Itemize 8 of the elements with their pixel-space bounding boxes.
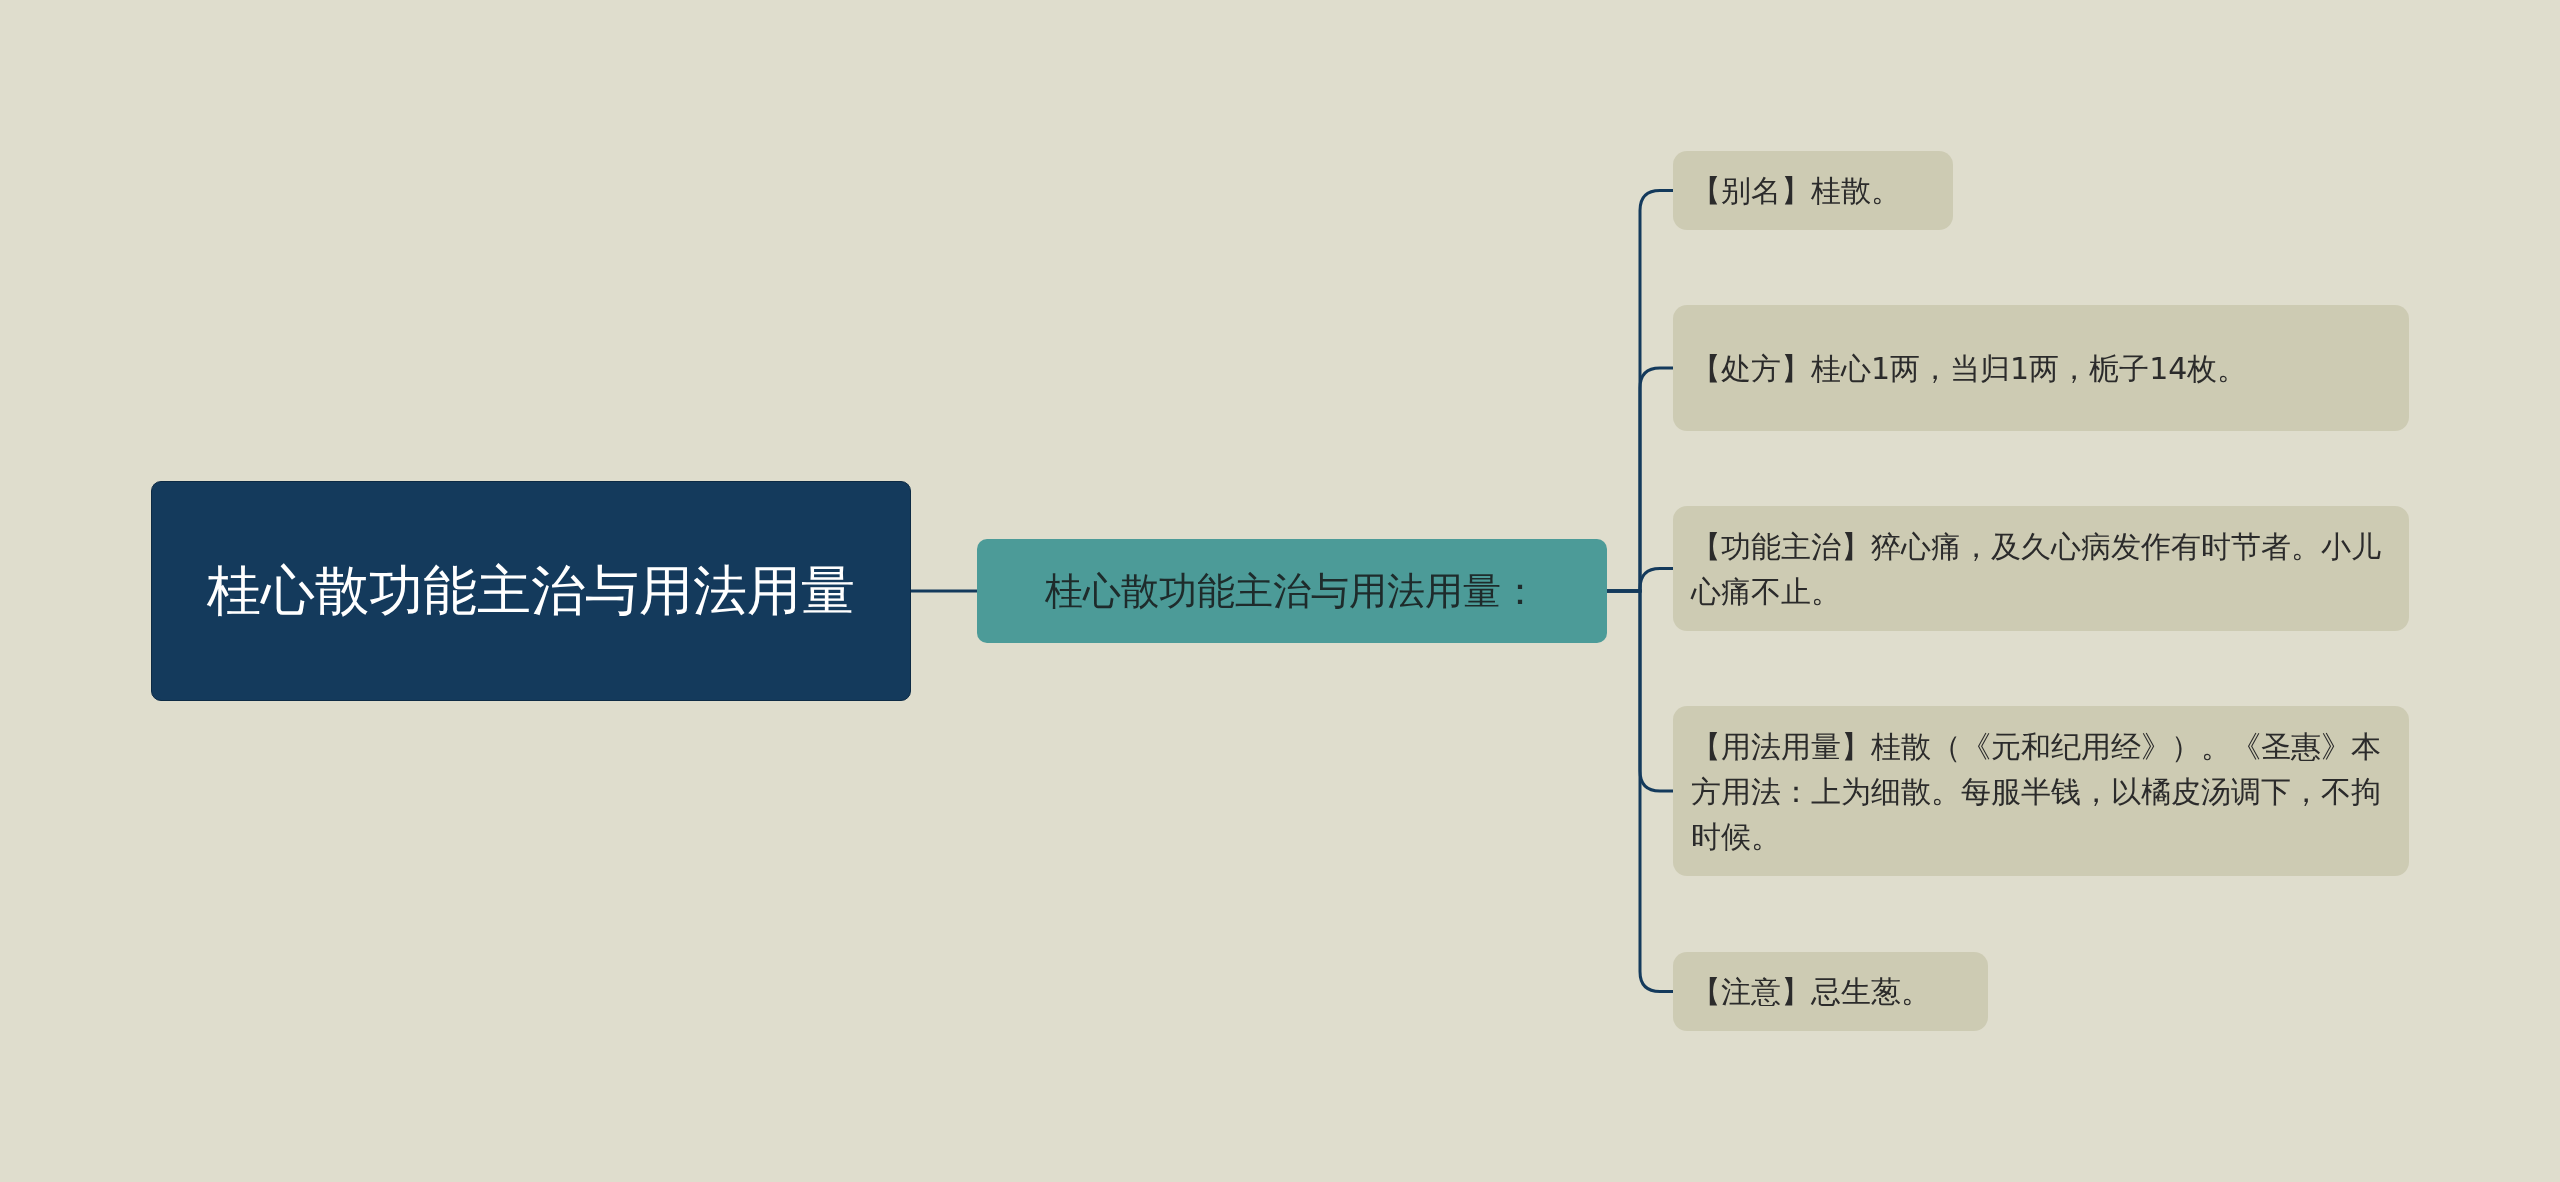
detail-box: 【别名】桂散。 bbox=[1673, 151, 1953, 230]
root-topic-box: 桂心散功能主治与用法用量 bbox=[151, 481, 911, 701]
detail-box: 【处方】桂心1两，当归1两，栀子14枚。 bbox=[1673, 305, 2409, 431]
connector-line bbox=[911, 589, 977, 593]
detail-box: 【注意】忌生葱。 bbox=[1673, 952, 1988, 1031]
subtopic-box: 桂心散功能主治与用法用量： bbox=[977, 539, 1607, 643]
detail-box: 【功能主治】猝心痛，及久心病发作有时节者。小儿心痛不止。 bbox=[1673, 506, 2409, 631]
detail-box: 【用法用量】桂散（《元和纪用经》）。《圣惠》本方用法：上为细散。每服半钱，以橘皮汤调下，不拘时候。 bbox=[1673, 706, 2409, 876]
